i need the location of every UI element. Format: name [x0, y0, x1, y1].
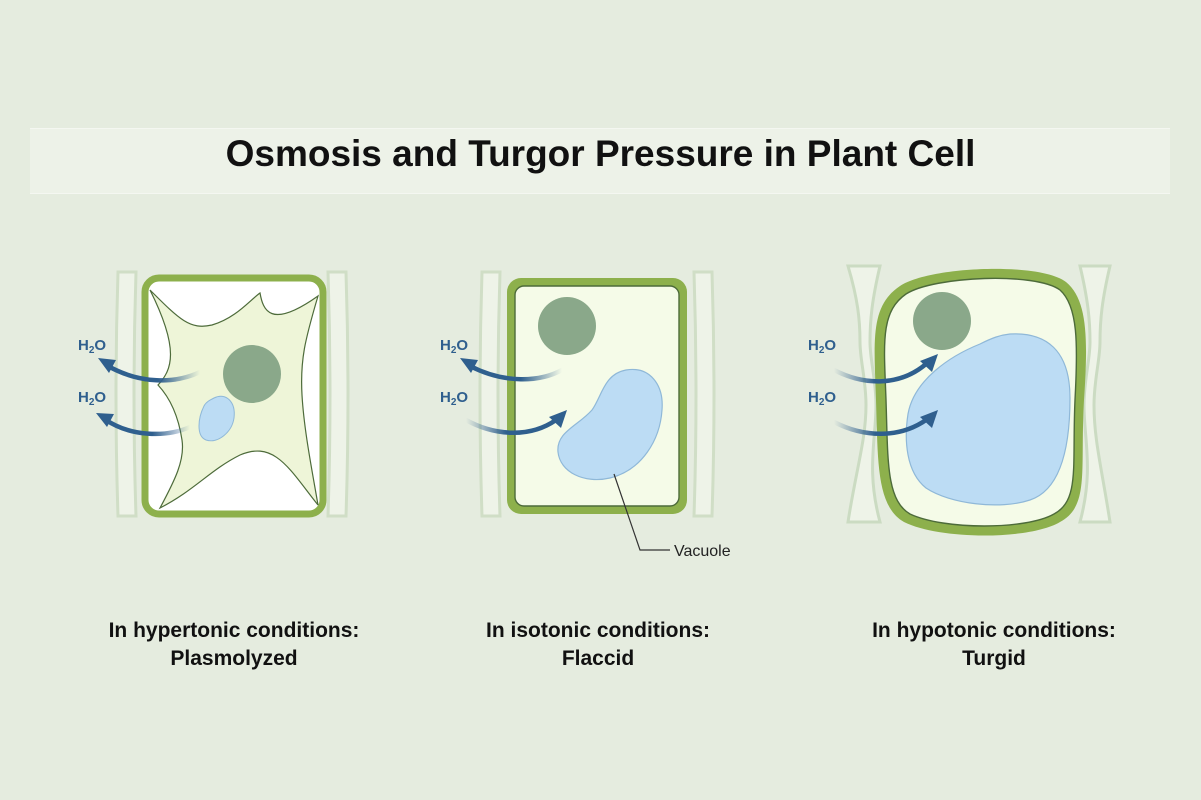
- title-band: [30, 128, 1170, 194]
- panel-turgid: H2O H2O: [808, 264, 1112, 536]
- water-out-arrow-top: [105, 363, 203, 383]
- caption-condition: In isotonic conditions:: [486, 619, 710, 642]
- h2o-label: H2O: [808, 389, 836, 408]
- vacuole-enlarged: [905, 333, 1071, 506]
- h2o-label: H2O: [78, 337, 106, 356]
- water-in-arrow-bottom: [831, 417, 929, 436]
- caption-state: Plasmolyzed: [170, 647, 298, 670]
- h2o-label: H2O: [808, 337, 836, 356]
- arrowhead: [549, 410, 567, 428]
- water-out-arrow: [467, 363, 565, 382]
- vacuole: [557, 368, 663, 481]
- neighbor-cell-wall-right: [692, 270, 716, 518]
- diagram-title: Osmosis and Turgor Pressure in Plant Cel…: [225, 133, 976, 174]
- caption-turgid: In hypotonic conditions: Turgid: [814, 617, 1174, 673]
- shrunken-cytoplasm: [149, 289, 320, 510]
- caption-plasmolyzed: In hypertonic conditions: Plasmolyzed: [54, 617, 414, 673]
- vacuole-leader-line: [613, 473, 670, 551]
- water-out-arrow-bottom: [103, 417, 193, 437]
- h2o-label: H2O: [78, 389, 106, 408]
- water-in-arrow: [463, 417, 559, 435]
- arrowhead: [98, 358, 116, 373]
- vacuole-label: Vacuole: [674, 543, 731, 560]
- neighbor-cell-wall-left: [478, 270, 502, 518]
- neighbor-cell-wall-left: [114, 270, 138, 518]
- arrowhead: [96, 413, 114, 427]
- caption-condition: In hypertonic conditions:: [108, 619, 360, 642]
- nucleus: [913, 292, 971, 350]
- arrowhead: [920, 354, 938, 372]
- neighbor-cell-wall-right: [1078, 264, 1112, 524]
- vacuole-shrunken: [198, 395, 235, 442]
- arrowhead: [920, 410, 938, 428]
- caption-condition: In hypotonic conditions:: [872, 619, 1116, 642]
- caption-state: Turgid: [962, 647, 1026, 670]
- nucleus: [223, 345, 281, 403]
- caption-flaccid: In isotonic conditions: Flaccid: [418, 617, 778, 673]
- caption-state: Flaccid: [561, 647, 635, 670]
- panel-flaccid: H2O H2O Vacuole: [440, 270, 731, 560]
- arrowhead: [460, 358, 478, 373]
- nucleus: [538, 297, 596, 355]
- h2o-label: H2O: [440, 389, 468, 408]
- neighbor-cell-wall-left: [845, 264, 882, 524]
- panel-plasmolyzed: H2O H2O: [78, 270, 350, 518]
- water-in-arrow-top: [831, 361, 929, 384]
- h2o-label: H2O: [440, 337, 468, 356]
- neighbor-cell-wall-right: [326, 270, 350, 518]
